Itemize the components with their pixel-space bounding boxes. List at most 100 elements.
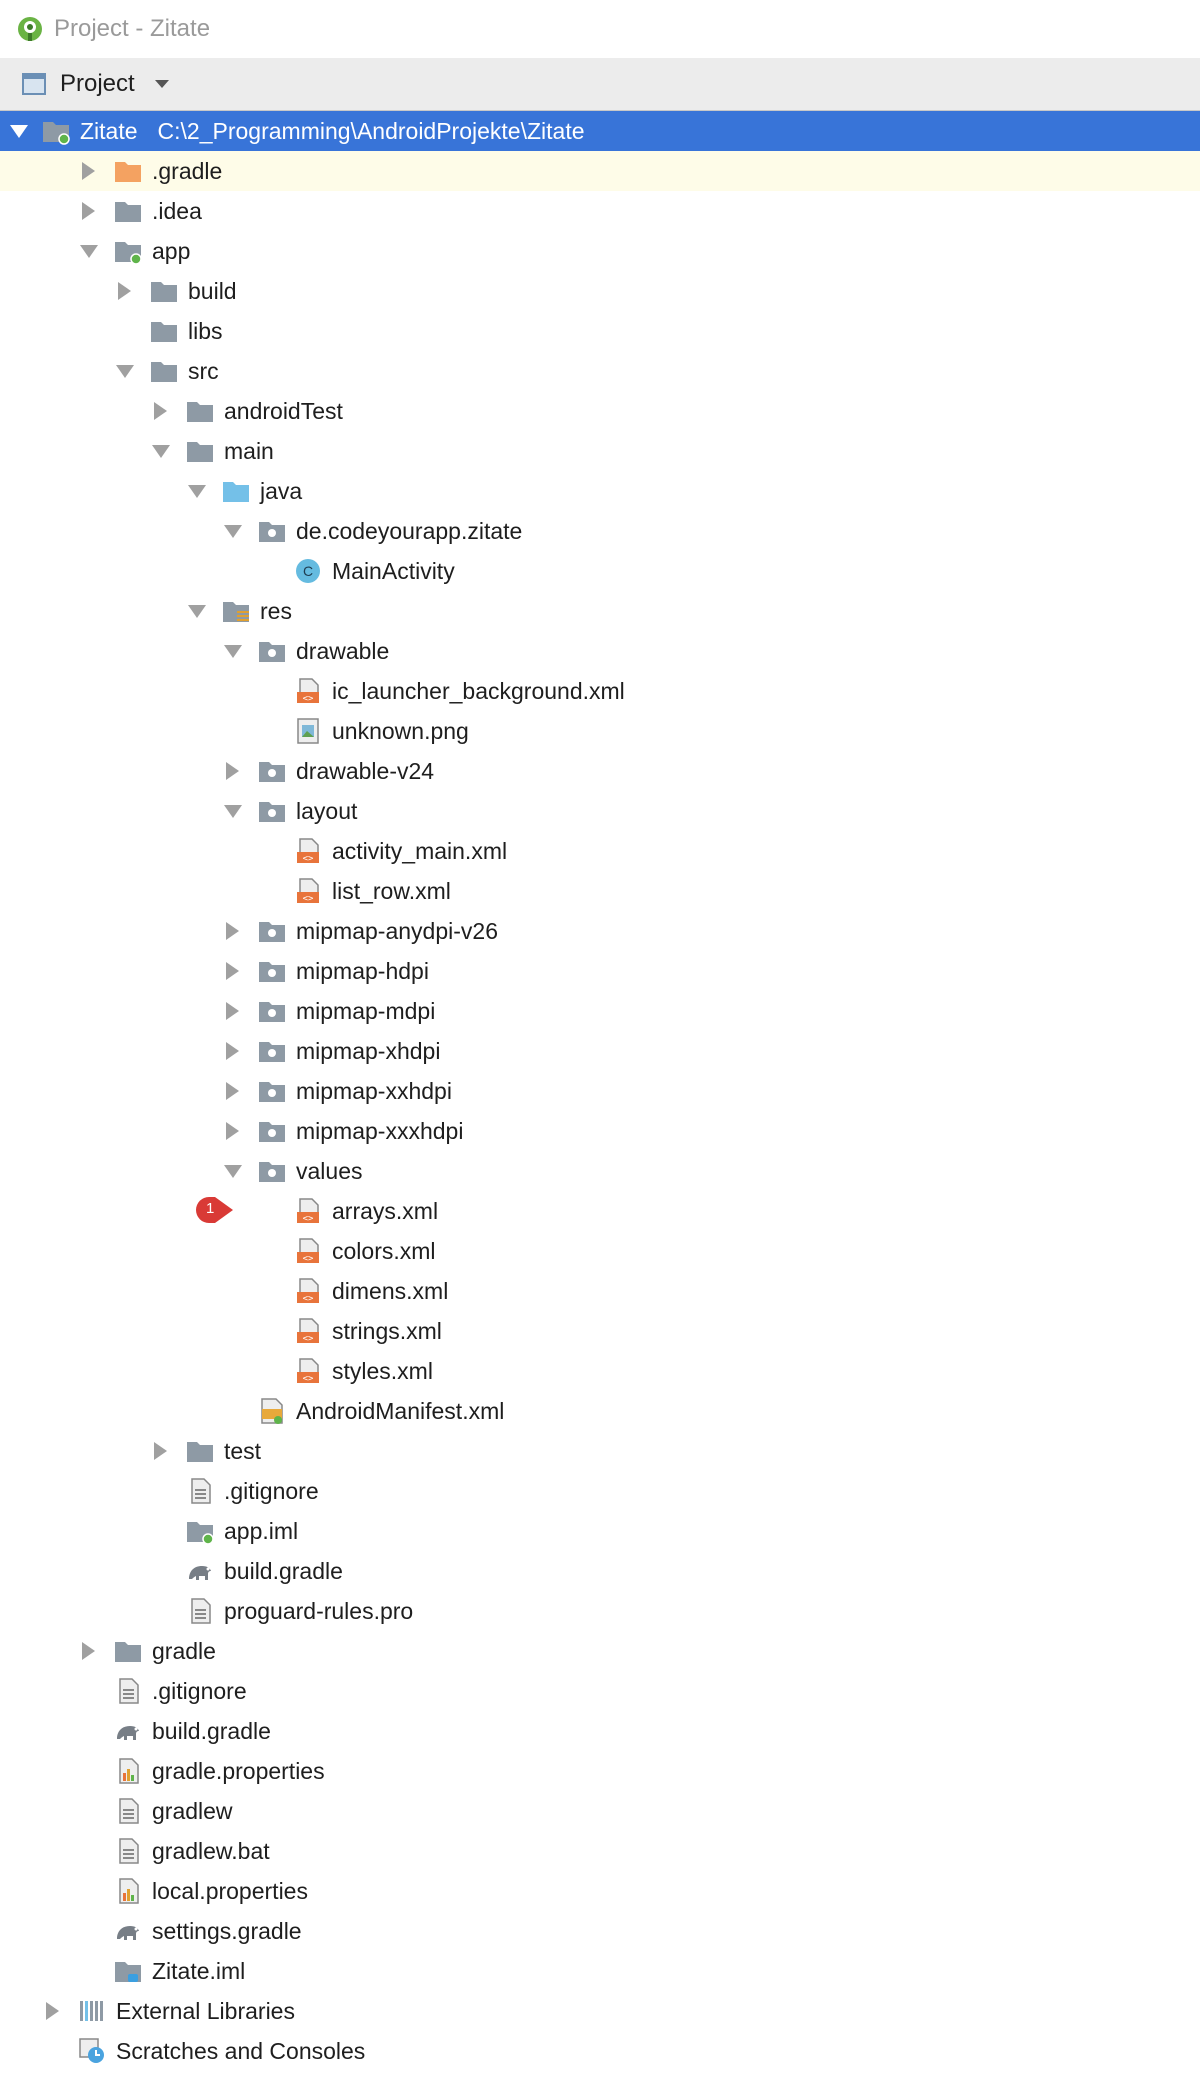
chevron-down-icon[interactable] — [154, 80, 169, 88]
expand-arrow-icon[interactable] — [46, 2002, 59, 2020]
svg-text:<>: <> — [303, 1214, 314, 1224]
text-file-icon — [114, 1837, 142, 1865]
tree-item-label: values — [296, 1157, 363, 1184]
package-icon — [258, 1157, 286, 1185]
tree-item[interactable]: app — [0, 231, 1200, 271]
xml-file-icon: <> — [294, 1357, 322, 1385]
collapse-arrow-icon[interactable] — [10, 125, 28, 138]
tree-item[interactable]: build — [0, 271, 1200, 311]
expand-arrow-icon[interactable] — [118, 282, 131, 300]
tree-item-label: src — [188, 357, 219, 384]
tree-item[interactable]: .idea — [0, 191, 1200, 231]
package-icon — [258, 1117, 286, 1145]
tree-item[interactable]: mipmap-xxxhdpi — [0, 1111, 1200, 1151]
tree-item[interactable]: test — [0, 1431, 1200, 1471]
collapse-arrow-icon[interactable] — [224, 525, 242, 538]
tree-item-label: colors.xml — [332, 1237, 436, 1264]
expand-arrow-icon[interactable] — [226, 922, 239, 940]
collapse-arrow-icon[interactable] — [188, 605, 206, 618]
expand-arrow-icon[interactable] — [226, 1042, 239, 1060]
tree-item[interactable]: .gradle — [0, 151, 1200, 191]
tree-item[interactable]: build.gradle — [0, 1551, 1200, 1591]
tree-item[interactable]: <>colors.xml — [0, 1231, 1200, 1271]
tree-item-label: mipmap-xxxhdpi — [296, 1117, 464, 1144]
expand-arrow-icon[interactable] — [154, 402, 167, 420]
tree-item[interactable]: gradle.properties — [0, 1751, 1200, 1791]
tree-item[interactable]: layout — [0, 791, 1200, 831]
tree-item[interactable]: <>activity_main.xml — [0, 831, 1200, 871]
tree-item-label: mipmap-hdpi — [296, 957, 429, 984]
tree-item[interactable]: main — [0, 431, 1200, 471]
collapse-arrow-icon[interactable] — [224, 805, 242, 818]
tree-item[interactable]: <>list_row.xml — [0, 871, 1200, 911]
tree-item-label: mipmap-xxhdpi — [296, 1077, 452, 1104]
collapse-arrow-icon[interactable] — [116, 365, 134, 378]
tree-item[interactable]: mipmap-xxhdpi — [0, 1071, 1200, 1111]
tree-item[interactable]: mipmap-hdpi — [0, 951, 1200, 991]
tree-item[interactable]: values — [0, 1151, 1200, 1191]
tree-item[interactable]: AndroidManifest.xml — [0, 1391, 1200, 1431]
tree-item[interactable]: app.iml — [0, 1511, 1200, 1551]
folder-icon — [186, 397, 214, 425]
folder-icon — [114, 1637, 142, 1665]
tree-item-label: app.iml — [224, 1517, 299, 1544]
tree-item[interactable]: <>strings.xml — [0, 1311, 1200, 1351]
expand-arrow-icon[interactable] — [154, 1442, 167, 1460]
tree-item[interactable]: .gitignore — [0, 1471, 1200, 1511]
tree-item[interactable]: gradlew — [0, 1791, 1200, 1831]
tree-item[interactable]: Scratches and Consoles — [0, 2031, 1200, 2071]
tree-item-label: main — [224, 437, 274, 464]
expand-arrow-icon[interactable] — [82, 162, 95, 180]
tree-item[interactable]: mipmap-mdpi — [0, 991, 1200, 1031]
folder-icon — [186, 437, 214, 465]
collapse-arrow-icon[interactable] — [224, 1165, 242, 1178]
tree-item[interactable]: java — [0, 471, 1200, 511]
tree-item-label: drawable — [296, 637, 390, 664]
tree-item[interactable]: mipmap-xhdpi — [0, 1031, 1200, 1071]
scratches-icon — [78, 2037, 106, 2065]
package-icon — [258, 917, 286, 945]
collapse-arrow-icon[interactable] — [188, 485, 206, 498]
expand-arrow-icon[interactable] — [226, 1122, 239, 1140]
tree-item[interactable]: settings.gradle — [0, 1911, 1200, 1951]
tree-item[interactable]: External Libraries — [0, 1991, 1200, 2031]
tree-item[interactable]: <>ic_launcher_background.xml — [0, 671, 1200, 711]
tree-item[interactable]: <>styles.xml — [0, 1351, 1200, 1391]
tree-item[interactable]: unknown.png — [0, 711, 1200, 751]
tree-item[interactable]: res — [0, 591, 1200, 631]
tree-item[interactable]: .gitignore — [0, 1671, 1200, 1711]
tree-item-label: drawable-v24 — [296, 757, 435, 784]
project-view-selector[interactable]: Project — [60, 70, 135, 97]
collapse-arrow-icon[interactable] — [80, 245, 98, 258]
tree-item[interactable]: drawable-v24 — [0, 751, 1200, 791]
tree-item[interactable]: build.gradle — [0, 1711, 1200, 1751]
tree-item[interactable]: gradlew.bat — [0, 1831, 1200, 1871]
tree-item[interactable]: libs — [0, 311, 1200, 351]
expand-arrow-icon[interactable] — [226, 762, 239, 780]
collapse-arrow-icon[interactable] — [152, 445, 170, 458]
expand-arrow-icon[interactable] — [226, 1002, 239, 1020]
tree-item[interactable]: mipmap-anydpi-v26 — [0, 911, 1200, 951]
package-icon — [258, 797, 286, 825]
android-studio-icon — [18, 17, 42, 41]
tree-item[interactable]: de.codeyourapp.zitate — [0, 511, 1200, 551]
tree-item[interactable]: proguard-rules.pro — [0, 1591, 1200, 1631]
collapse-arrow-icon[interactable] — [224, 645, 242, 658]
tree-item[interactable]: <>arrays.xml — [0, 1191, 1200, 1231]
tree-item[interactable]: drawable — [0, 631, 1200, 671]
expand-arrow-icon[interactable] — [226, 962, 239, 980]
tree-item[interactable]: src — [0, 351, 1200, 391]
expand-arrow-icon[interactable] — [82, 1642, 95, 1660]
tree-item[interactable]: gradle — [0, 1631, 1200, 1671]
expand-arrow-icon[interactable] — [226, 1082, 239, 1100]
package-icon — [258, 957, 286, 985]
tree-item-label: gradle.properties — [152, 1757, 325, 1784]
tree-item[interactable]: local.properties — [0, 1871, 1200, 1911]
tree-item[interactable]: Zitate.iml — [0, 1951, 1200, 1991]
tree-item[interactable]: androidTest — [0, 391, 1200, 431]
tree-item[interactable]: <>dimens.xml — [0, 1271, 1200, 1311]
expand-arrow-icon[interactable] — [82, 202, 95, 220]
